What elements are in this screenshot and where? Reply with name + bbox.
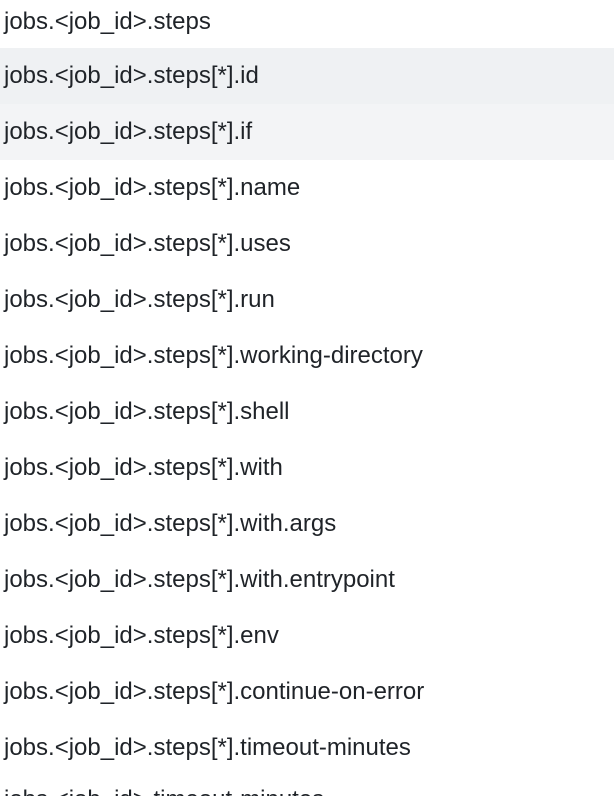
nav-item-steps-working-directory[interactable]: jobs.<job_id>.steps[*].working-directory [4, 342, 423, 369]
nav-item-steps-continue-on-error[interactable]: jobs.<job_id>.steps[*].continue-on-error [4, 678, 425, 705]
nav-item-steps[interactable]: jobs.<job_id>.steps [4, 8, 211, 35]
nav-item-steps-id[interactable]: jobs.<job_id>.steps[*].id [0, 48, 614, 104]
nav-item-steps-run[interactable]: jobs.<job_id>.steps[*].run [4, 286, 275, 313]
nav-item-steps-uses[interactable]: jobs.<job_id>.steps[*].uses [4, 230, 291, 257]
nav-item-steps-with[interactable]: jobs.<job_id>.steps[*].with [4, 454, 283, 481]
nav-item-steps-name[interactable]: jobs.<job_id>.steps[*].name [4, 174, 301, 201]
nav-item-steps-env[interactable]: jobs.<job_id>.steps[*].env [4, 622, 279, 649]
nav-item-steps-timeout-minutes[interactable]: jobs.<job_id>.steps[*].timeout-minutes [4, 734, 411, 761]
nav-item-steps-with-args[interactable]: jobs.<job_id>.steps[*].with.args [4, 510, 337, 537]
nav-item-steps-shell[interactable]: jobs.<job_id>.steps[*].shell [4, 398, 290, 425]
nav-item-steps-if[interactable]: jobs.<job_id>.steps[*].if [0, 104, 614, 160]
nav-item-steps-with-entrypoint[interactable]: jobs.<job_id>.steps[*].with.entrypoint [4, 566, 395, 593]
nav-item-timeout-minutes[interactable]: jobs.<job_id>.timeout-minutes [0, 776, 614, 796]
